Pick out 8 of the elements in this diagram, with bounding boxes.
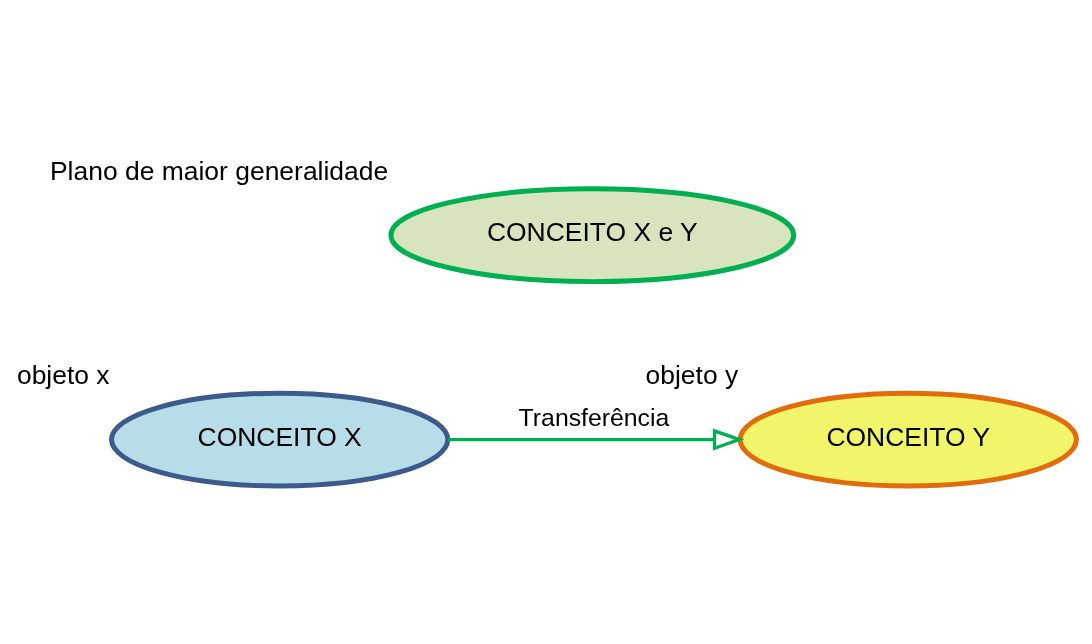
- node-ellipse: CONCEITO X: [109, 390, 451, 489]
- edge-label: Transferência: [518, 403, 670, 431]
- arrow: [448, 428, 745, 451]
- node-ellipse: CONCEITO X e Y: [388, 185, 797, 284]
- node-label: objeto x: [16, 359, 110, 390]
- node-label: Plano de maior generalidade: [49, 155, 389, 186]
- node-ellipse: CONCEITO Y: [737, 390, 1079, 489]
- node-label: objeto y: [645, 359, 739, 390]
